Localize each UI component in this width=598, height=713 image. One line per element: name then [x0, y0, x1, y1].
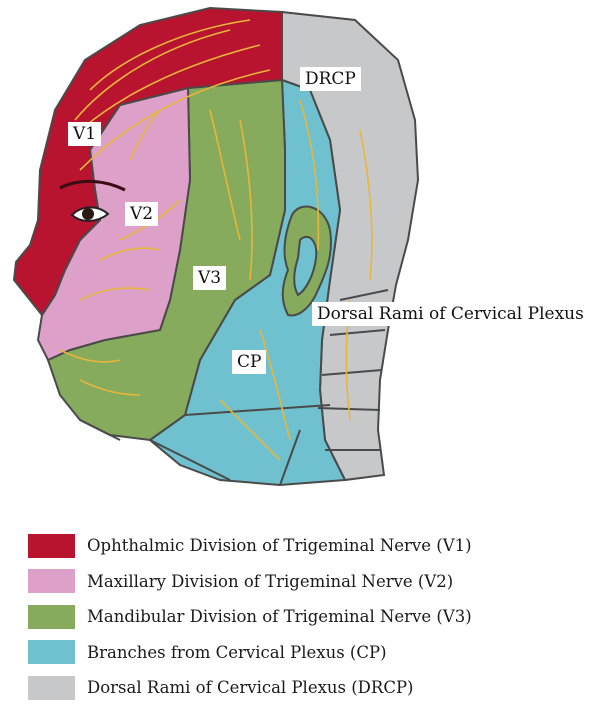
legend-text-cp: Branches from Cervical Plexus (CP)	[87, 643, 387, 662]
legend-text-v3: Mandibular Division of Trigeminal Nerve …	[87, 607, 472, 626]
legend: Ophthalmic Division of Trigeminal Nerve …	[28, 528, 588, 706]
legend-swatch-v2	[28, 569, 75, 593]
legend-swatch-v3	[28, 605, 75, 629]
label-cp: CP	[232, 350, 266, 374]
head-nerve-diagram: V1 V2 V3 CP DRCP Dorsal Rami of Cervical…	[0, 0, 598, 520]
legend-item-v3: Mandibular Division of Trigeminal Nerve …	[28, 599, 588, 635]
legend-item-v2: Maxillary Division of Trigeminal Nerve (…	[28, 564, 588, 600]
label-dorsal-rami: Dorsal Rami of Cervical Plexus	[312, 302, 589, 326]
legend-item-drcp: Dorsal Rami of Cervical Plexus (DRCP)	[28, 670, 588, 706]
label-v1: V1	[68, 122, 101, 146]
legend-item-cp: Branches from Cervical Plexus (CP)	[28, 635, 588, 671]
head-illustration	[0, 0, 598, 520]
legend-swatch-drcp	[28, 676, 75, 700]
label-v3: V3	[193, 266, 226, 290]
legend-text-drcp: Dorsal Rami of Cervical Plexus (DRCP)	[87, 678, 414, 697]
legend-item-v1: Ophthalmic Division of Trigeminal Nerve …	[28, 528, 588, 564]
legend-text-v1: Ophthalmic Division of Trigeminal Nerve …	[87, 536, 472, 555]
legend-swatch-cp	[28, 640, 75, 664]
legend-swatch-v1	[28, 534, 75, 558]
legend-text-v2: Maxillary Division of Trigeminal Nerve (…	[87, 572, 453, 591]
label-drcp: DRCP	[300, 67, 361, 91]
label-v2: V2	[125, 202, 158, 226]
